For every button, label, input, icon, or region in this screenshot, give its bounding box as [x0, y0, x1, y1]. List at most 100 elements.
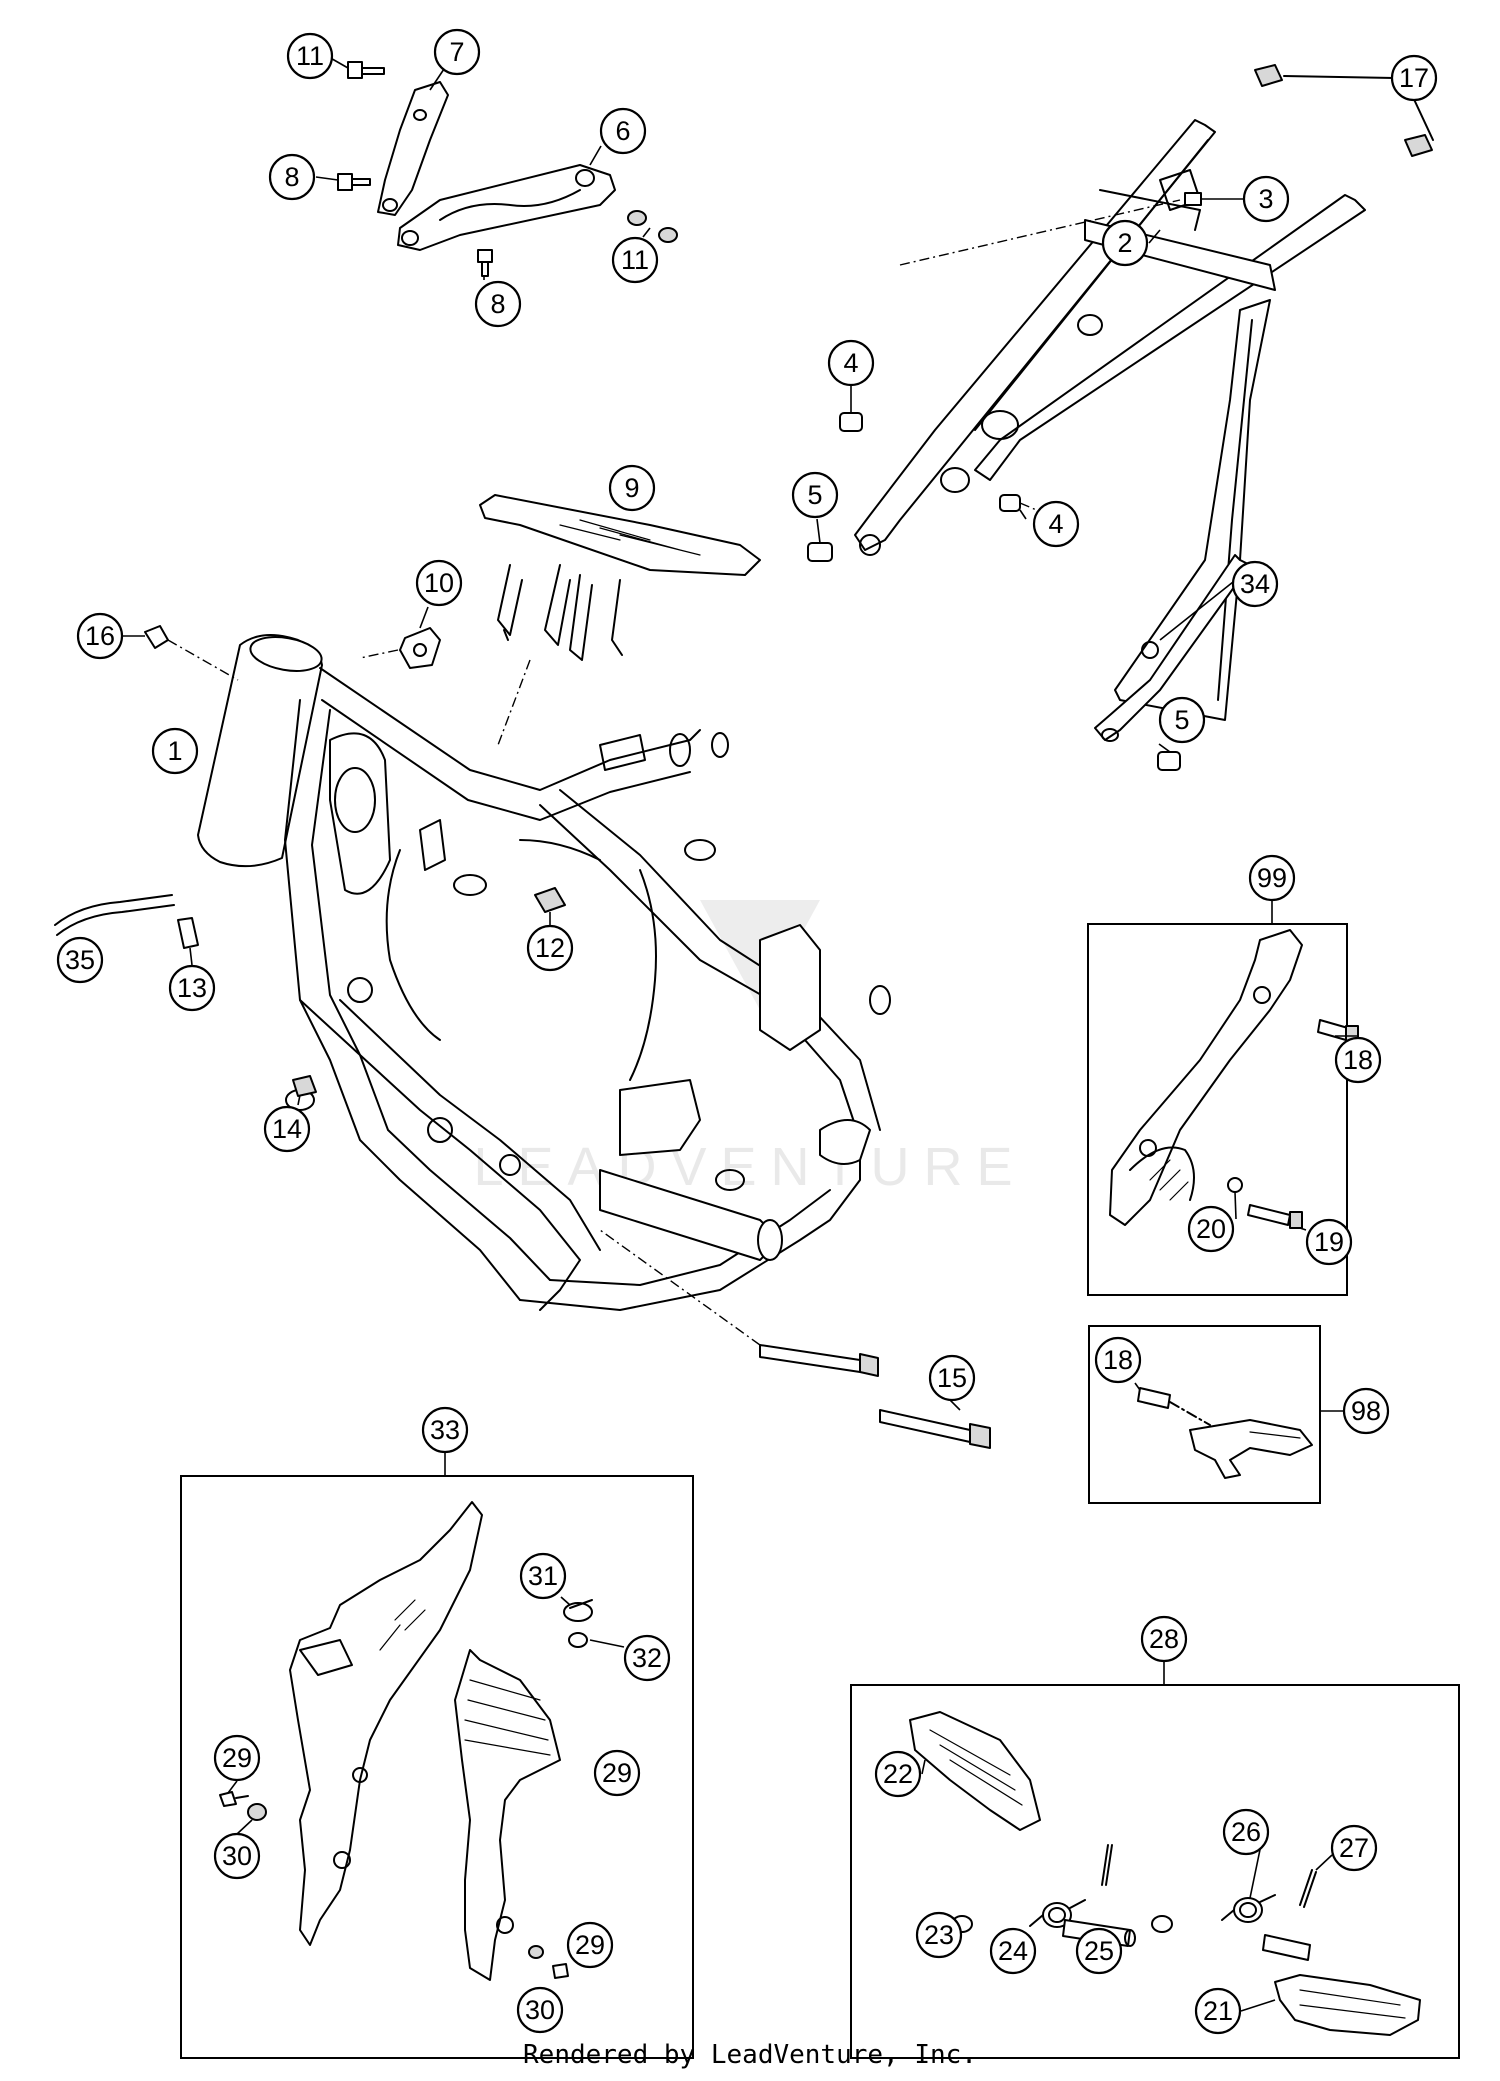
- callout-29b: 29: [593, 1749, 641, 1797]
- callout-8a: 8: [268, 153, 316, 201]
- watermark: LEADVENTURE: [473, 900, 1013, 1197]
- main-frame: [197, 634, 891, 1311]
- svg-text:11: 11: [621, 245, 649, 275]
- nut-11b: [627, 210, 678, 243]
- spring-24: [1029, 1899, 1086, 1928]
- callout-8b: 8: [474, 280, 522, 328]
- group-box-99: [1087, 923, 1348, 1296]
- svg-text:30: 30: [222, 1841, 252, 1871]
- svg-text:31: 31: [528, 1561, 558, 1591]
- bolt-5b: [1157, 751, 1181, 771]
- callout-18a: 18: [1334, 1036, 1382, 1084]
- svg-text:7: 7: [449, 37, 464, 67]
- bolt-8b: [477, 249, 493, 277]
- callout-11a: 11: [286, 32, 334, 80]
- callout-4a: 4: [827, 339, 875, 387]
- group-leaders: [444, 900, 1344, 1685]
- callout-30b: 30: [516, 1986, 564, 2034]
- svg-text:24: 24: [998, 1936, 1028, 1966]
- bolt-11a: [347, 61, 385, 79]
- callout-32: 32: [623, 1634, 671, 1682]
- chain-guide-99: [1109, 929, 1359, 1229]
- svg-text:27: 27: [1339, 1833, 1369, 1863]
- svg-text:33: 33: [430, 1415, 460, 1445]
- cotter-pin-top: [1101, 1844, 1113, 1886]
- clamp-10: [399, 627, 441, 669]
- callout-29c: 29: [566, 1921, 614, 1969]
- callout-35: 35: [56, 936, 104, 984]
- callout-4b: 4: [1032, 500, 1080, 548]
- callout-14: 14: [263, 1105, 311, 1153]
- svg-text:15: 15: [937, 1363, 967, 1393]
- callout-15: 15: [928, 1354, 976, 1402]
- bracket-left-7: [377, 81, 449, 216]
- footrest-left-22: [909, 1711, 1041, 1831]
- svg-text:12: 12: [535, 933, 565, 963]
- clip-16: [144, 625, 169, 649]
- callout-24: 24: [989, 1927, 1037, 1975]
- callout-7: 7: [433, 28, 481, 76]
- pin-right: [1262, 1934, 1311, 1961]
- subframe-lower-strut: [1094, 554, 1251, 742]
- svg-text:4: 4: [1048, 509, 1063, 539]
- callout-21: 21: [1194, 1987, 1242, 2035]
- svg-text:4: 4: [843, 348, 858, 378]
- callout-1: 1: [151, 727, 199, 775]
- svg-text:29: 29: [222, 1743, 252, 1773]
- callout-29a: 29: [213, 1734, 261, 1782]
- group-box-28: [850, 1684, 1460, 2059]
- svg-text:29: 29: [575, 1930, 605, 1960]
- svg-text:20: 20: [1196, 1214, 1226, 1244]
- group-box-33: [180, 1475, 694, 2059]
- svg-text:11: 11: [296, 41, 324, 71]
- callout-3: 3: [1242, 175, 1290, 223]
- frame-protector-right: [454, 1649, 561, 1981]
- callout-19: 19: [1305, 1218, 1353, 1266]
- svg-text:3: 3: [1258, 184, 1273, 214]
- callout-13: 13: [168, 964, 216, 1012]
- nipple-13: [177, 917, 199, 949]
- bolt-8a: [337, 173, 371, 191]
- callout-28: 28: [1140, 1615, 1188, 1663]
- svg-text:16: 16: [85, 621, 115, 651]
- callout-12: 12: [526, 924, 574, 972]
- callout-6: 6: [599, 107, 647, 155]
- callout-10: 10: [415, 559, 463, 607]
- nut-14: [292, 1075, 317, 1097]
- bolt-4b: [999, 494, 1021, 512]
- svg-text:25: 25: [1084, 1936, 1114, 1966]
- svg-text:10: 10: [424, 568, 454, 598]
- svg-text:34: 34: [1240, 569, 1270, 599]
- callout-30a: 30: [213, 1832, 261, 1880]
- spring-clip-31-32: [563, 1599, 593, 1648]
- airbox-plate-9: [479, 494, 761, 661]
- svg-text:1: 1: [167, 736, 182, 766]
- cotter-pin-27: [1299, 1869, 1317, 1908]
- callout-33: 33: [421, 1406, 469, 1454]
- bolt-5a: [807, 542, 833, 562]
- svg-text:30: 30: [525, 1995, 555, 2025]
- svg-text:22: 22: [883, 1759, 913, 1789]
- callout-27: 27: [1330, 1824, 1378, 1872]
- svg-text:17: 17: [1399, 63, 1429, 93]
- callout-11b: 11: [611, 236, 659, 284]
- svg-text:8: 8: [490, 289, 505, 319]
- svg-text:29: 29: [602, 1758, 632, 1788]
- render-credit: Rendered by LeadVenture, Inc.: [523, 2040, 977, 2070]
- callout-31: 31: [519, 1552, 567, 1600]
- callout-22: 22: [874, 1750, 922, 1798]
- axle-bolt-15: [759, 1344, 991, 1449]
- callout-17: 17: [1390, 54, 1438, 102]
- frame-protector-left: [289, 1501, 483, 1946]
- callout-18b: 18: [1094, 1336, 1142, 1384]
- svg-text:23: 23: [924, 1920, 954, 1950]
- bracket-right-6: [397, 164, 616, 251]
- svg-text:8: 8: [284, 162, 299, 192]
- spring-26: [1221, 1894, 1276, 1923]
- svg-text:5: 5: [1174, 705, 1189, 735]
- svg-text:99: 99: [1257, 863, 1287, 893]
- svg-text:28: 28: [1149, 1624, 1179, 1654]
- svg-text:26: 26: [1231, 1817, 1261, 1847]
- callout-25: 25: [1075, 1927, 1123, 1975]
